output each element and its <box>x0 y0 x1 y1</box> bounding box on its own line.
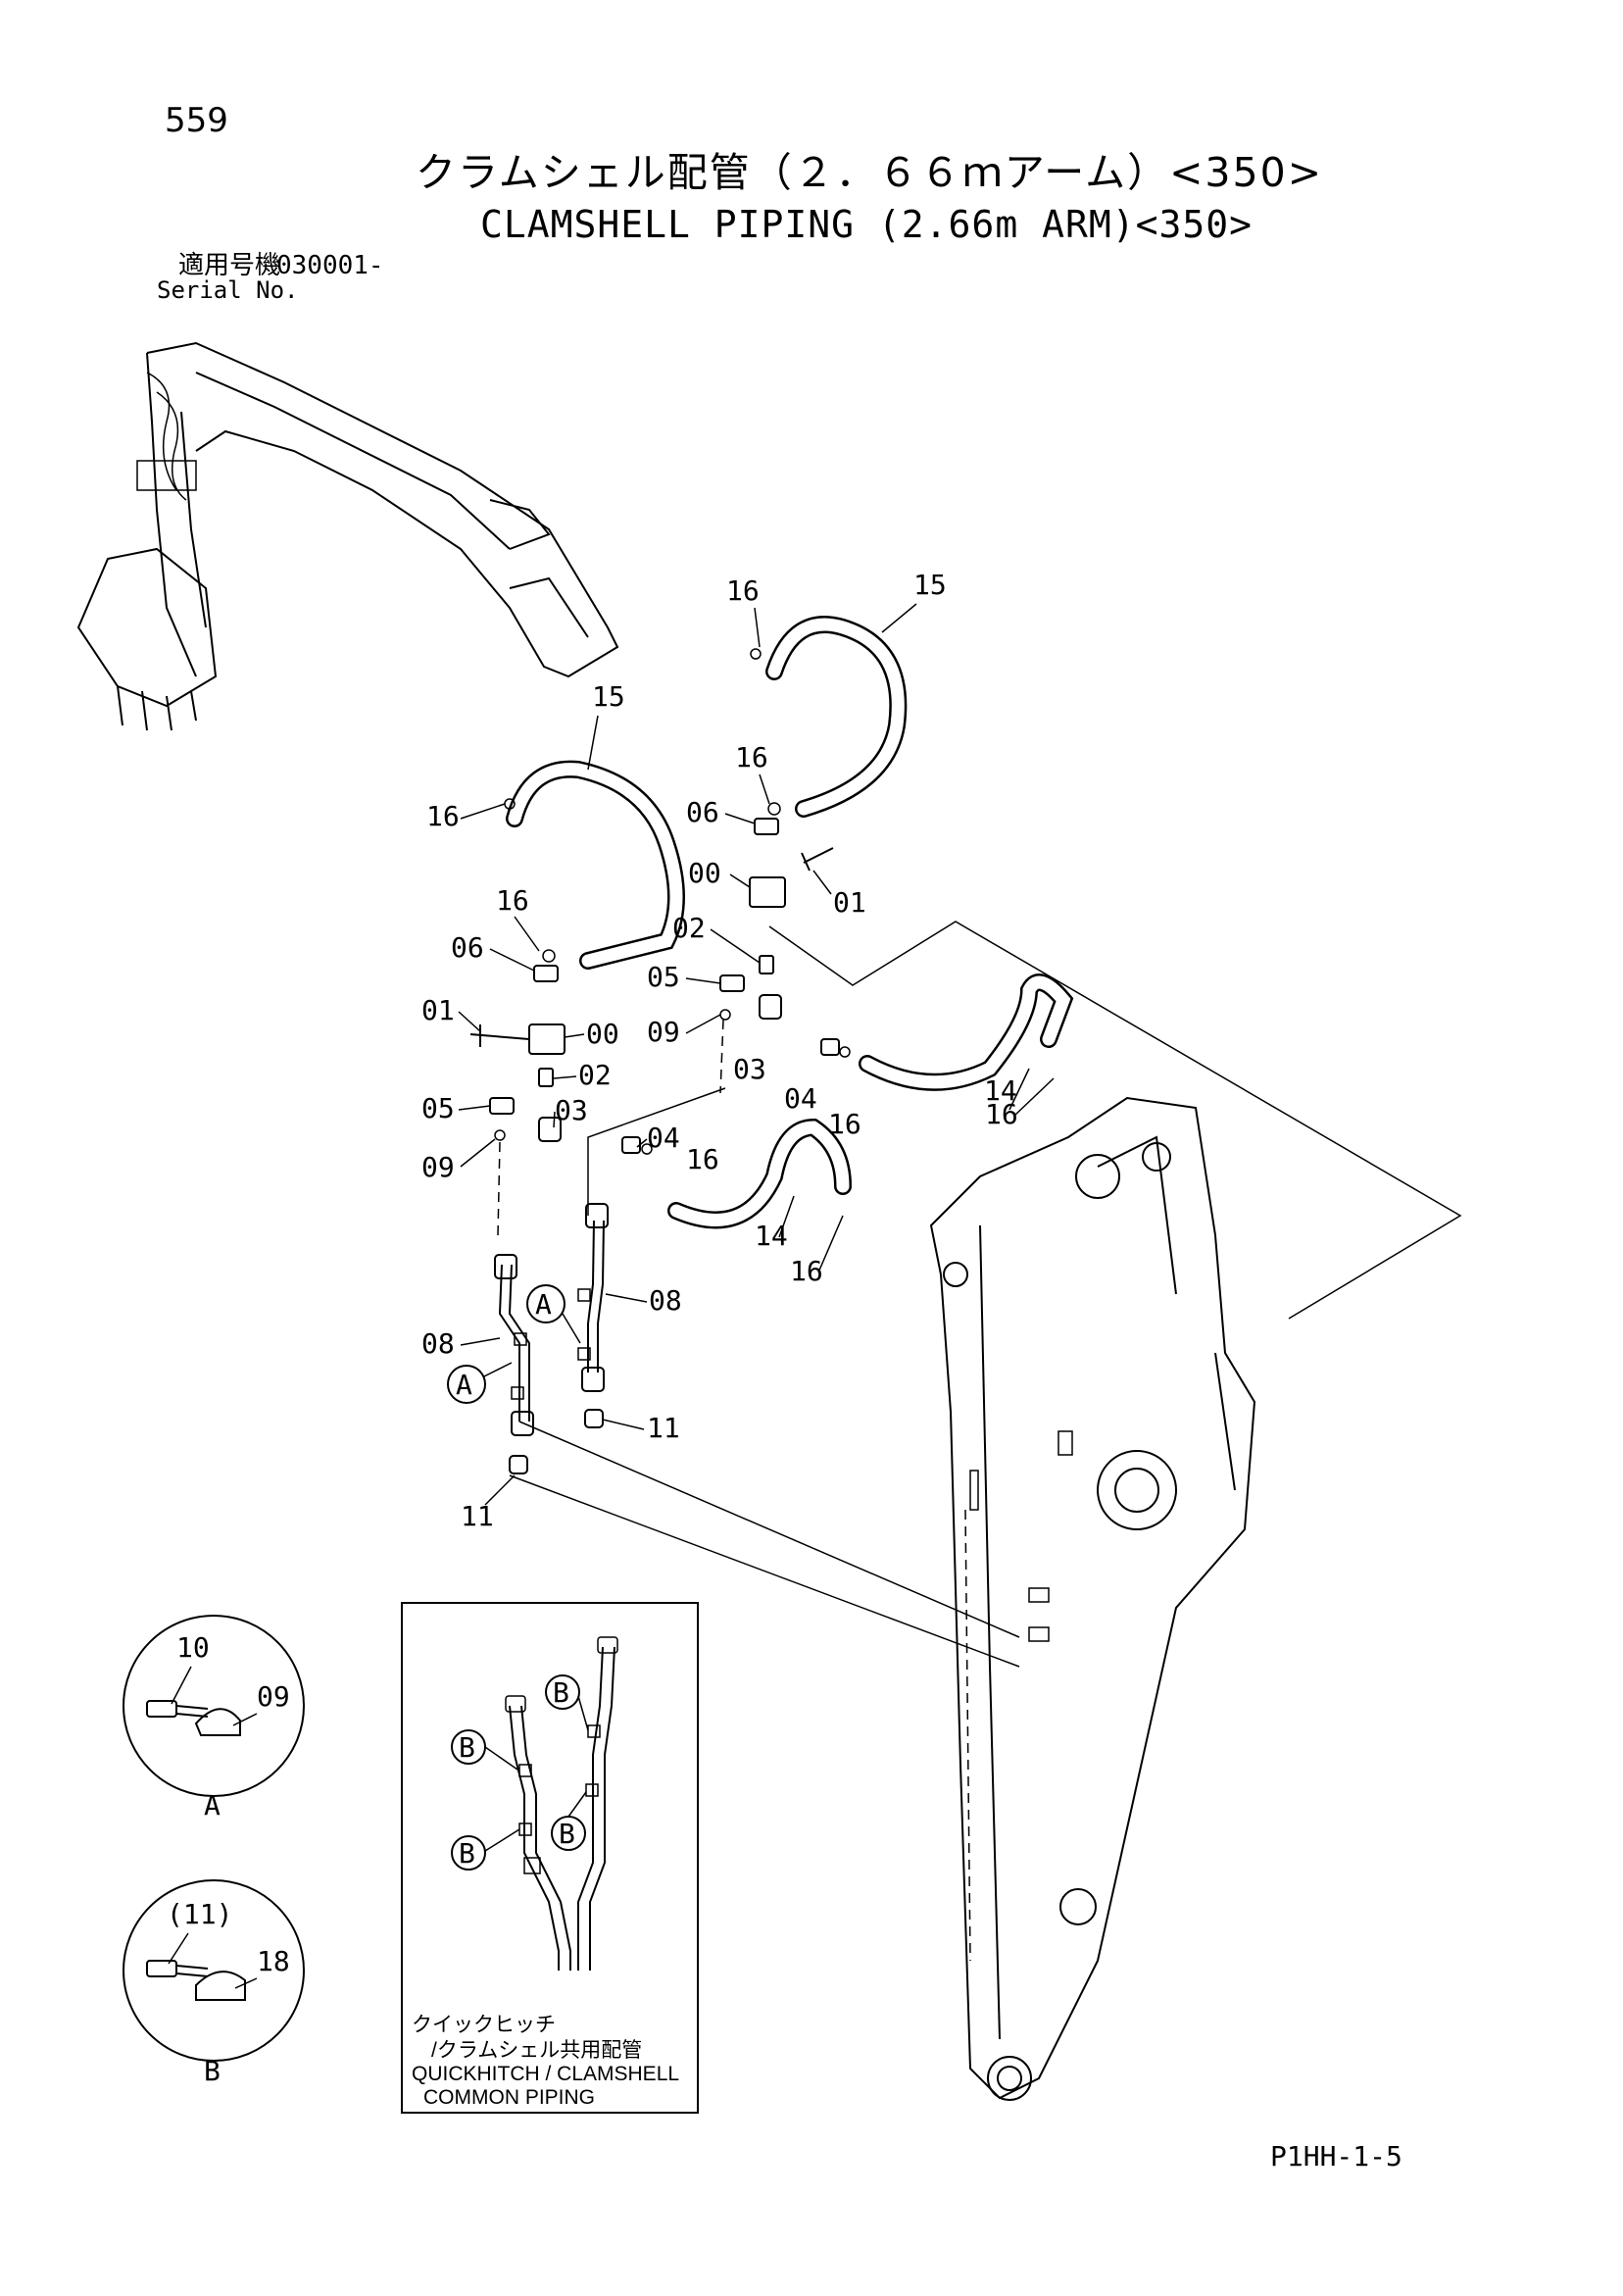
callout-16: 16 <box>735 741 768 774</box>
callout-01: 01 <box>421 994 455 1026</box>
callout-12: 11 <box>647 1412 680 1444</box>
reference-lines <box>497 921 1462 1962</box>
callout-05: 05 <box>647 961 680 993</box>
hose-15-right <box>765 616 908 818</box>
callout-leaders <box>458 603 1055 1506</box>
callout-16: 16 <box>828 1108 861 1140</box>
title-english: CLAMSHELL PIPING (2.66m ARM)<350> <box>480 203 1253 246</box>
hose-15-left <box>506 760 685 970</box>
inset-caption-line4: COMMON PIPING <box>423 2086 595 2109</box>
callout-labels: 16 15 15 16 16 06 00 01 16 02 06 05 01 0… <box>421 569 1018 1532</box>
callout-11: 10 <box>176 1631 210 1664</box>
serial-label-english: Serial No. <box>157 276 299 304</box>
callout-16: 16 <box>426 800 460 832</box>
inset-caption-line2: /クラムシェル共用配管 <box>431 2039 642 2062</box>
arm-structure-illustration <box>929 1096 1256 2101</box>
callout-04: 04 <box>647 1122 680 1154</box>
callout-16: 16 <box>726 574 760 607</box>
document-code: P1HH-1-5 <box>1270 2140 1402 2172</box>
callout-16: 16 <box>496 884 529 917</box>
inset-marker-B: B <box>559 1818 575 1850</box>
excavator-overview-illustration <box>76 341 619 731</box>
callout-00: 00 <box>688 857 721 889</box>
callout-02: 02 <box>578 1059 612 1091</box>
svg-text:A: A <box>456 1369 472 1401</box>
callout-14: 14 <box>755 1220 788 1252</box>
inset-marker-B: B <box>459 1837 475 1870</box>
callout-15: 15 <box>913 569 947 601</box>
serial-number: 030001- <box>276 251 384 280</box>
detail-marker-A-upper: A <box>526 1284 581 1344</box>
detail-marker-A-lower: A <box>447 1362 513 1404</box>
hose-14-right <box>859 973 1074 1091</box>
callout-15: 15 <box>592 680 625 713</box>
svg-text:A: A <box>535 1288 552 1321</box>
hose-14-left <box>667 1118 852 1229</box>
callout-06: 06 <box>686 796 719 828</box>
callout-02: 02 <box>672 912 706 944</box>
title-japanese: クラムシェル配管（２．６６ｍアーム）<350> <box>416 149 1324 196</box>
callout-16: 16 <box>686 1143 719 1175</box>
callout-14: 14 <box>984 1074 1017 1107</box>
inset-common-piping: B B B B クイックヒッチ /クラムシェル共用配管 QUICKHITCH /… <box>401 1602 699 2114</box>
callout-08: 08 <box>649 1284 682 1317</box>
callout-16: 16 <box>790 1255 823 1287</box>
callout-11-reference: (11) <box>167 1898 232 1930</box>
callout-01: 01 <box>833 886 866 919</box>
page-number: 559 <box>165 101 228 140</box>
inset-caption-line3: QUICKHITCH / CLAMSHELL <box>412 2063 679 2085</box>
callout-18: 18 <box>257 1945 290 1977</box>
detail-view-A: 10 09 A <box>123 1615 305 1822</box>
pipes-08 <box>494 1203 609 1474</box>
inset-marker-B: B <box>553 1676 569 1709</box>
detail-label-B: B <box>204 2055 221 2087</box>
callout-09: 09 <box>421 1151 455 1183</box>
callout-03: 03 <box>555 1094 588 1126</box>
callout-05: 05 <box>421 1092 455 1124</box>
callout-12: 11 <box>461 1500 494 1532</box>
callout-08: 08 <box>421 1327 455 1360</box>
inset-marker-B: B <box>459 1731 475 1764</box>
callout-04: 04 <box>784 1082 817 1115</box>
callout-00: 00 <box>586 1018 619 1050</box>
callout-10: 09 <box>257 1680 290 1713</box>
inset-caption-line1: クイックヒッチ <box>412 2014 556 2036</box>
detail-label-A: A <box>204 1789 221 1822</box>
callout-03: 03 <box>733 1053 766 1085</box>
detail-view-B: (11) 18 B <box>123 1879 305 2087</box>
callout-06: 06 <box>451 931 484 964</box>
serial-label-japanese: 適用号機 <box>178 251 281 280</box>
callout-09: 09 <box>647 1016 680 1048</box>
